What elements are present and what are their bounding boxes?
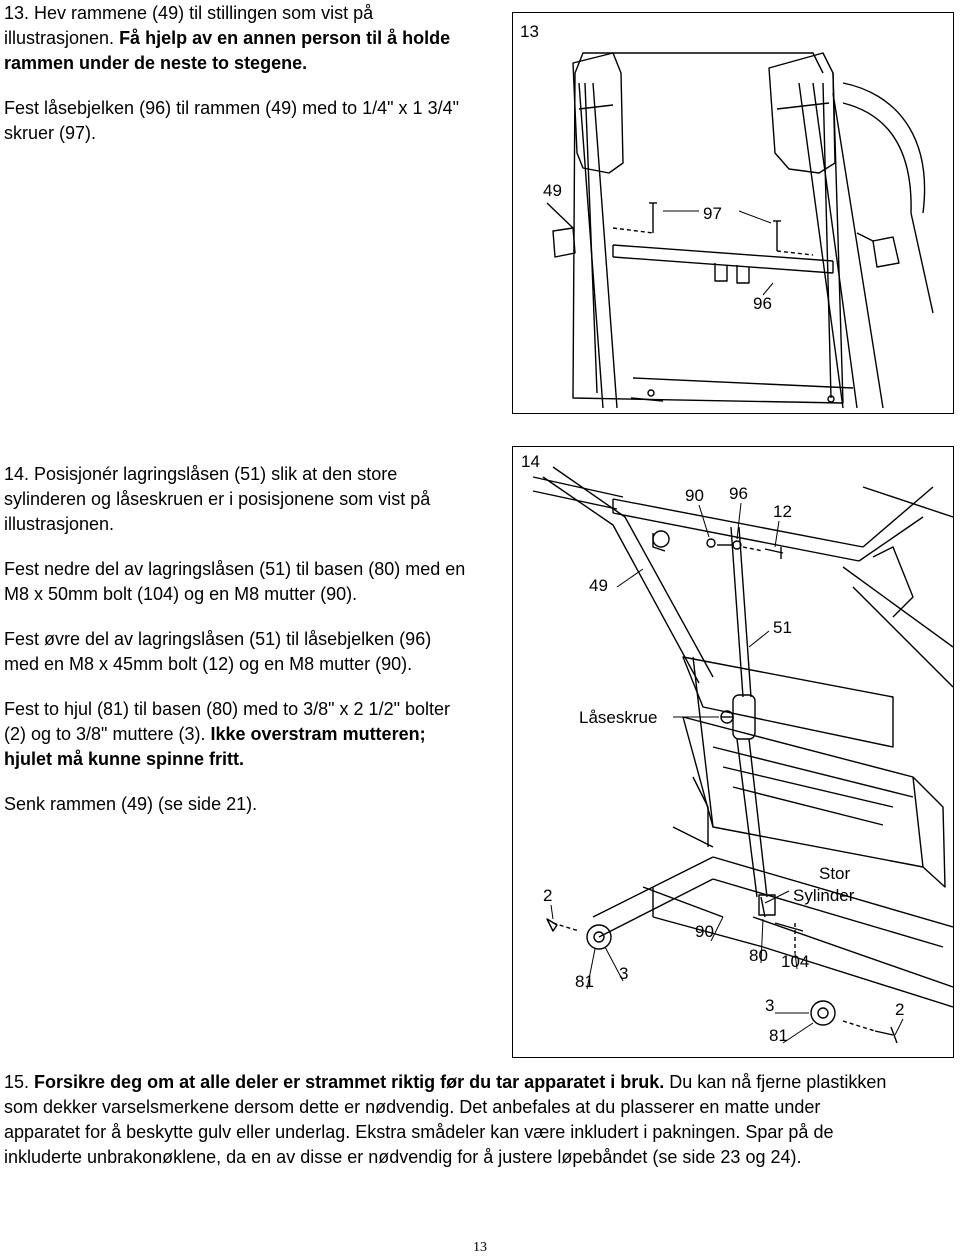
step-14-para-5: Senk rammen (49) (se side 21). xyxy=(4,794,258,814)
step-15-line-4: inkluderte unbrakonøklene, da en av diss… xyxy=(4,1147,802,1167)
step-15-line-3: apparatet for å beskytte gulv eller unde… xyxy=(4,1122,834,1142)
step-15-line-2: som dekker varselsmerkene dersom dette e… xyxy=(4,1097,821,1117)
figure-14-number: 14 xyxy=(521,452,540,471)
label-bolt-right-2: 2 xyxy=(895,1000,904,1019)
step-15-line-1: 15. Forsikre deg om at alle deler er str… xyxy=(4,1072,887,1092)
step-14-para-4-line-1: Fest to hjul (81) til basen (80) med to … xyxy=(4,699,451,719)
label-wheel-left-81: 81 xyxy=(575,972,594,991)
label-screws-97: 97 xyxy=(703,204,722,223)
step-13-para-2-line-2: skruer (97). xyxy=(4,123,97,143)
label-frame-49: 49 xyxy=(543,181,562,200)
label-bar-96: 96 xyxy=(753,294,772,313)
label-nut-left-3: 3 xyxy=(619,964,628,983)
figure-13: 13 49 97 96 xyxy=(512,12,954,414)
step-14-text: 14. Posisjonér lagringslåsen (51) slik a… xyxy=(4,462,509,817)
step-13-line-2: illustrasjonen. Få hjelp av en annen per… xyxy=(4,28,451,48)
figure-13-drawing: 13 49 97 96 xyxy=(520,22,934,409)
label-cylinder-line-2: Sylinder xyxy=(793,886,855,905)
label-latch-51: 51 xyxy=(773,618,792,637)
label-bar-96: 96 xyxy=(729,484,748,503)
step-13-line-3: rammen under de neste to stegene. xyxy=(4,53,308,73)
step-14-para-3-line-1: Fest øvre del av lagringslåsen (51) til … xyxy=(4,629,432,649)
step-13-para-2-line-1: Fest låsebjelken (96) til rammen (49) me… xyxy=(4,98,459,118)
step-14-para-2-line-1: Fest nedre del av lagringslåsen (51) til… xyxy=(4,559,466,579)
step-14-para-4-line-3: hjulet må kunne spinne fritt. xyxy=(4,749,245,769)
step-14-line-2: sylinderen og låseskruen er i posisjonen… xyxy=(4,489,431,509)
label-cylinder-line-1: Stor xyxy=(819,864,851,883)
step-14-para-4-line-2: (2) og to 3/8" muttere (3). Ikke overstr… xyxy=(4,724,426,744)
step-14-line-3: illustrasjonen. xyxy=(4,514,115,534)
figure-14-drawing: 14 90 96 12 49 51 Låseskrue Stor Sylinde… xyxy=(521,452,953,1045)
step-14-para-3-line-2: med en M8 x 45mm bolt (12) og en M8 mutt… xyxy=(4,654,413,674)
figure-13-number: 13 xyxy=(520,22,539,41)
figure-14: 14 90 96 12 49 51 Låseskrue Stor Sylinde… xyxy=(512,446,954,1058)
label-frame-49: 49 xyxy=(589,576,608,595)
label-nut-top-90: 90 xyxy=(685,486,704,505)
label-bolt-bottom-104: 104 xyxy=(781,952,809,971)
label-nut-bottom-90: 90 xyxy=(695,922,714,941)
label-bolt-top-12: 12 xyxy=(773,502,792,521)
label-bolt-left-2: 2 xyxy=(543,886,552,905)
step-14-para-2-line-2: M8 x 50mm bolt (104) og en M8 mutter (90… xyxy=(4,584,358,604)
step-14-line-1: 14. Posisjonér lagringslåsen (51) slik a… xyxy=(4,464,398,484)
label-wheel-right-81: 81 xyxy=(769,1026,788,1045)
label-lock-knob: Låseskrue xyxy=(579,708,657,727)
step-13-text: 13. Hev rammene (49) til stillingen som … xyxy=(4,1,504,146)
step-13-line-1: 13. Hev rammene (49) til stillingen som … xyxy=(4,3,374,23)
step-15-text: 15. Forsikre deg om at alle deler er str… xyxy=(4,1070,956,1170)
label-nut-right-3: 3 xyxy=(765,996,774,1015)
page-number: 13 xyxy=(473,1240,487,1255)
label-base-80: 80 xyxy=(749,946,768,965)
